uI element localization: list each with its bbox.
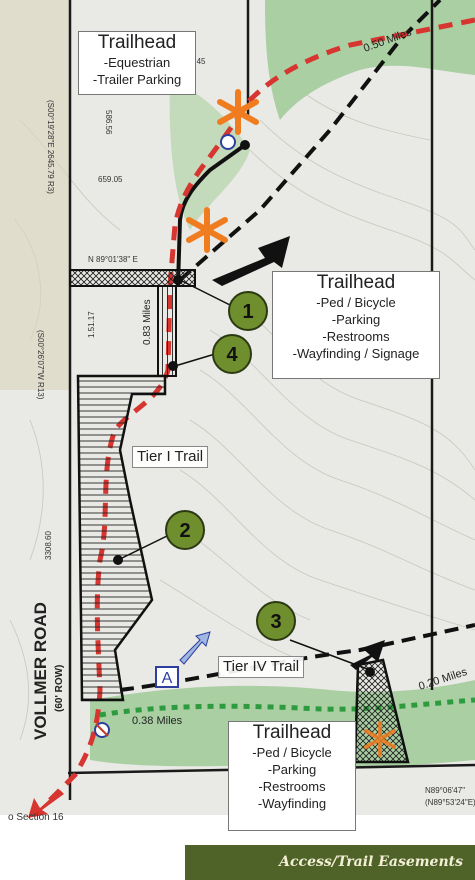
trailhead-item: -Restrooms	[258, 779, 326, 794]
tier-iv-trail-label: Tier IV Trail	[218, 656, 305, 678]
access-marker-box	[155, 666, 179, 688]
leader-dot	[173, 275, 183, 285]
access-arrow-icon	[179, 631, 211, 665]
marker-4: 4	[212, 334, 252, 374]
trailhead-item: -Ped / Bicycle	[252, 745, 332, 760]
tier-trail-north	[178, 0, 442, 282]
direction-arrow-icon	[350, 640, 385, 670]
trailhead-item: -Parking	[331, 312, 381, 327]
leader-dot	[113, 555, 123, 565]
west-parcel	[0, 0, 70, 390]
road-name: VOLLMER ROAD	[31, 602, 50, 740]
trailhead-equestrian-box: Trailhead -Equestrian -Trailer Parking	[78, 31, 196, 95]
trailhead-title: Trailhead	[252, 722, 332, 743]
access-point-icon	[94, 722, 110, 738]
svg-text:(N89°53'24"E): (N89°53'24"E)	[425, 798, 475, 807]
trailhead-item: -Wayfinding	[257, 796, 327, 811]
tier-iv-trail	[119, 623, 475, 692]
trailhead-item: -Equestrian	[103, 55, 171, 70]
distance-label: 0.38 Miles	[132, 715, 183, 727]
greenway-trail	[99, 697, 475, 718]
asterisk-icon	[364, 721, 396, 757]
svg-text:4: 4	[226, 344, 238, 366]
svg-text:(S00°26'07"W R13): (S00°26'07"W R13)	[36, 330, 45, 400]
leader-dot	[365, 667, 375, 677]
road-row: (60' ROW)	[54, 665, 65, 712]
marker-3: 3	[256, 601, 296, 641]
tier-i-trail-label: Tier I Trail	[132, 446, 209, 468]
svg-text:N89°06'47": N89°06'47"	[425, 786, 465, 795]
asterisk-icon	[186, 207, 228, 253]
svg-text:659.05: 659.05	[98, 175, 123, 184]
marker-2: 2	[165, 510, 205, 550]
trailhead-item: -Trailer Parking	[92, 72, 182, 87]
trailhead-south-box: Trailhead -Ped / Bicycle -Parking -Restr…	[228, 721, 356, 831]
svg-text:2: 2	[179, 520, 190, 542]
leader-dot	[168, 361, 178, 371]
footer-title: Access/Trail Easements	[185, 845, 475, 880]
access-marker-label: A	[162, 670, 173, 687]
section-caption: o Section 16	[8, 812, 64, 823]
easement-1	[69, 269, 196, 287]
distance-label: 0.83 Miles	[142, 299, 153, 345]
svg-text:3308.60: 3308.60	[44, 531, 53, 560]
svg-text:1.51.17: 1.51.17	[87, 311, 96, 338]
leader-lines	[117, 279, 371, 671]
trailhead-title: Trailhead	[316, 272, 396, 293]
svg-text:1: 1	[242, 301, 253, 323]
trail-connector	[176, 143, 247, 286]
svg-text:586.56: 586.56	[104, 110, 113, 135]
direction-arrow-icon	[212, 236, 290, 286]
red-arrow-icon	[28, 790, 64, 818]
svg-text:3: 3	[270, 611, 281, 633]
asterisk-icon	[217, 89, 259, 135]
easement-2	[76, 374, 167, 702]
svg-text:N 89°01'38" E: N 89°01'38" E	[88, 255, 138, 264]
trail-node	[240, 140, 250, 150]
easement-4	[157, 285, 177, 377]
svg-text:(S00°19'28"E 2645.79 R3): (S00°19'28"E 2645.79 R3)	[46, 100, 55, 194]
trailhead-title: Trailhead	[97, 32, 177, 53]
trailhead-north-box: Trailhead -Ped / Bicycle -Parking -Restr…	[272, 271, 440, 379]
trailhead-item: -Wayfinding / Signage	[292, 346, 420, 361]
trailhead-item: -Restrooms	[322, 329, 390, 344]
easement-3	[353, 658, 410, 764]
trailhead-item: -Parking	[267, 762, 317, 777]
access-point-icon	[220, 134, 236, 150]
marker-1: 1	[228, 291, 268, 331]
trailhead-item: -Ped / Bicycle	[316, 295, 396, 310]
